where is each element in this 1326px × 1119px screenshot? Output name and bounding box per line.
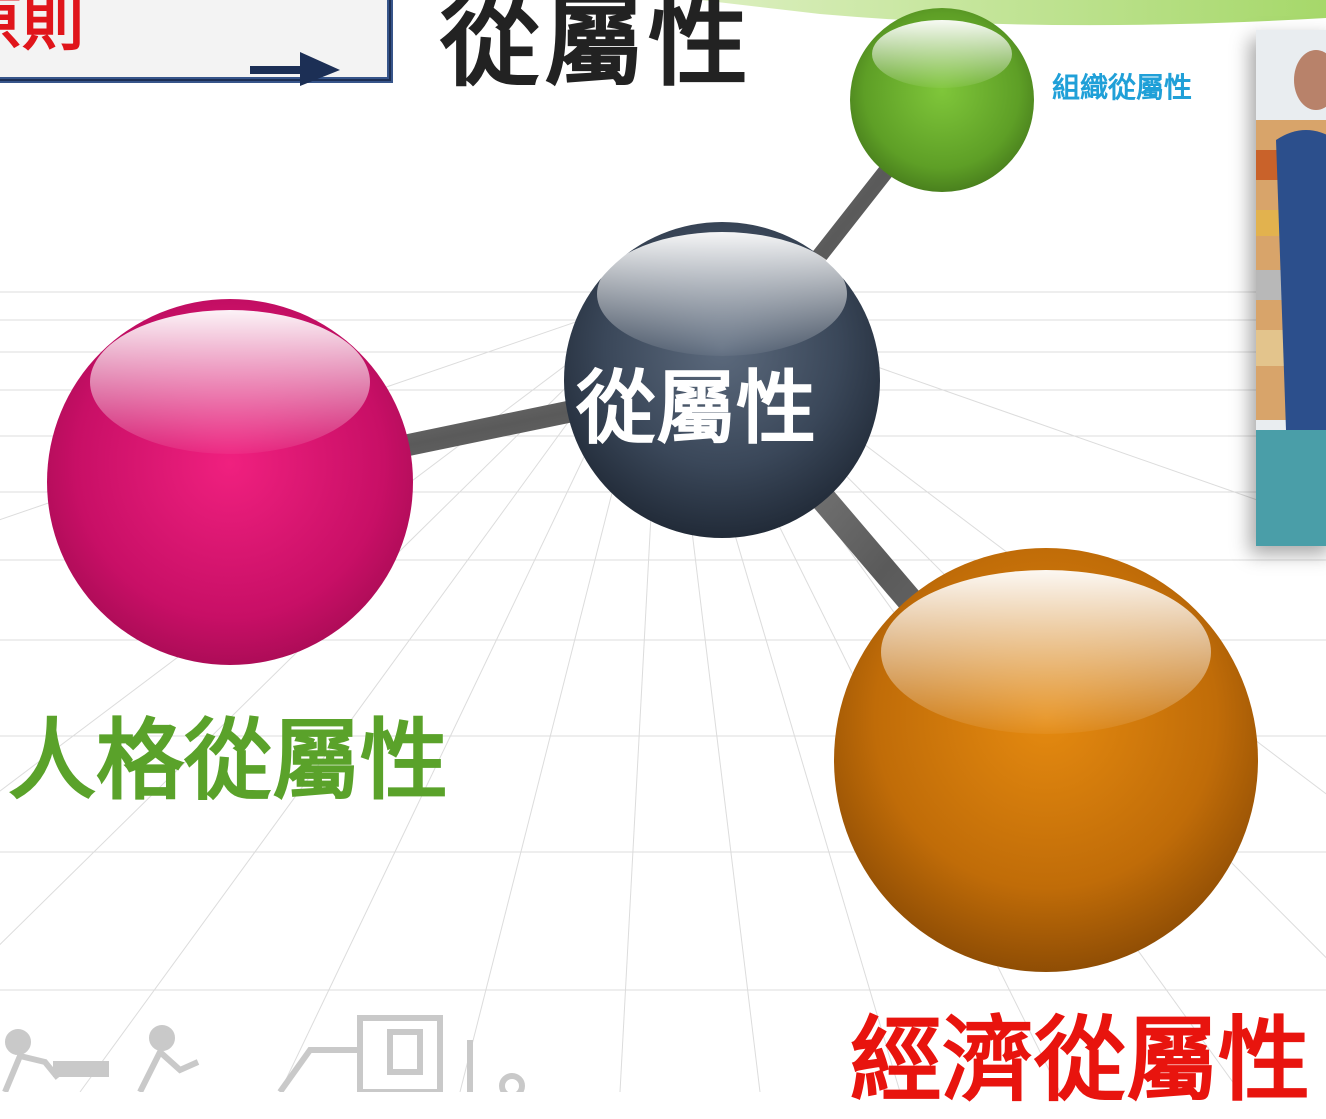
node-personal — [47, 299, 413, 665]
node-economic — [834, 548, 1258, 972]
sign-text: 原則 — [0, 0, 85, 59]
node-center — [564, 222, 880, 538]
banner-shape — [700, 0, 1326, 26]
worker-machinery-icons — [2, 1015, 525, 1092]
sign-board — [0, 0, 393, 86]
node-organizational — [850, 8, 1034, 192]
worker-photo — [1256, 30, 1326, 546]
center-node-label: 從屬性 — [576, 362, 816, 455]
economic-node-label: 經濟從屬性 — [850, 1007, 1311, 1114]
diagram-canvas — [0, 0, 1326, 1092]
personal-node-label: 人格從屬性 — [8, 709, 449, 812]
organizational-node-label: 組織從屬性 — [1052, 71, 1193, 104]
page-title: 從屬性 — [440, 0, 752, 100]
